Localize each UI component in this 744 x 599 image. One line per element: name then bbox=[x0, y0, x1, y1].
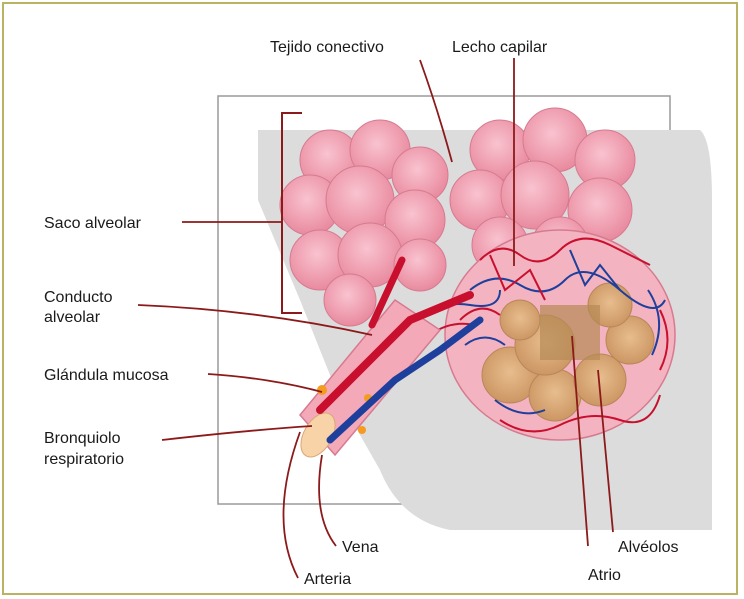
label-arteria: Arteria bbox=[304, 571, 351, 588]
atrium-core bbox=[540, 305, 600, 360]
label-atrio: Atrio bbox=[588, 567, 621, 584]
label-conducto-alveolar-line1: Conducto bbox=[44, 289, 113, 306]
label-vena: Vena bbox=[342, 539, 379, 556]
label-glandula-mucosa: Glándula mucosa bbox=[44, 367, 169, 384]
mucous-gland-spot bbox=[317, 385, 327, 395]
label-lecho-capilar: Lecho capilar bbox=[452, 39, 548, 56]
alveoli-cutaway bbox=[445, 230, 675, 440]
label-conducto-alveolar-line2: alveolar bbox=[44, 309, 101, 326]
label-bronquiolo-line2: respiratorio bbox=[44, 451, 124, 468]
label-tejido-conectivo: Tejido conectivo bbox=[270, 39, 384, 56]
label-saco-alveolar: Saco alveolar bbox=[44, 215, 142, 232]
label-bronquiolo-line1: Bronquiolo bbox=[44, 430, 121, 447]
label-alveolos: Alvéolos bbox=[618, 539, 678, 556]
